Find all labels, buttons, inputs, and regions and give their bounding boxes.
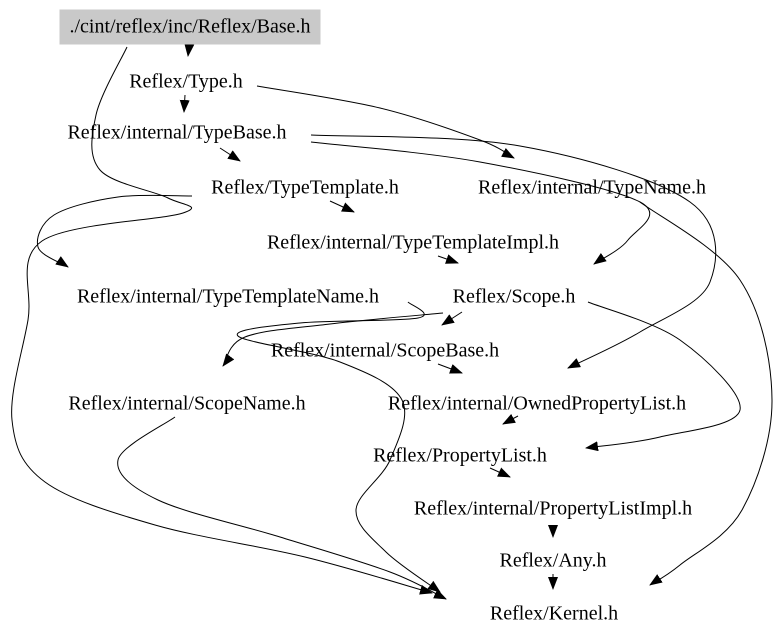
node-typetemplatename-h[interactable]: Reflex/internal/TypeTemplateName.h: [76, 285, 380, 308]
edge-base-to-kernel: [11, 46, 433, 595]
edge-ownedpropertylist-to-propertylist: [502, 413, 519, 425]
node-base-h[interactable]: ./cint/reflex/inc/Reflex/Base.h: [59, 9, 321, 45]
node-any-h[interactable]: Reflex/Any.h: [499, 549, 607, 572]
edge-typebase-to-scope: [310, 141, 651, 265]
edge-scopebase-to-ownedpropertylist: [437, 363, 463, 374]
edge-type-to-typebase: [179, 94, 190, 113]
node-propertylist-h[interactable]: Reflex/PropertyList.h: [373, 444, 547, 467]
edge-base-to-type: [184, 43, 195, 57]
edge-typebase-to-ownedpropertylist: [310, 134, 717, 369]
edge-typetemplate-to-typetemplateimpl: [329, 200, 355, 213]
edge-type-to-typename: [256, 85, 515, 159]
node-typetemplate-h[interactable]: Reflex/TypeTemplate.h: [211, 176, 399, 199]
node-kernel-h[interactable]: Reflex/Kernel.h: [489, 602, 619, 625]
edge-scope-to-scopename: [222, 312, 444, 367]
edge-scope-to-propertylist: [585, 301, 741, 452]
edge-typetemplate-to-typetemplatename: [36, 194, 193, 268]
edge-typename-to-kernel: [639, 201, 773, 586]
edge-scopename-to-kernel: [117, 416, 447, 600]
edge-typebase-to-typetemplate: [219, 147, 241, 162]
node-ownedpropertylist-h[interactable]: Reflex/internal/OwnedPropertyList.h: [387, 392, 687, 415]
node-typename-h[interactable]: Reflex/internal/TypeName.h: [478, 176, 706, 199]
node-typebase-h[interactable]: Reflex/internal/TypeBase.h: [67, 121, 287, 144]
node-scopename-h[interactable]: Reflex/internal/ScopeName.h: [68, 392, 306, 415]
edge-typetemplateimpl-to-scope: [437, 254, 459, 264]
node-propertylistimpl-h[interactable]: Reflex/internal/PropertyListImpl.h: [413, 497, 693, 520]
edge-scope-to-scopebase: [441, 311, 463, 326]
edge-propertylist-to-propertylistimpl: [489, 467, 511, 478]
node-typetemplateimpl-h[interactable]: Reflex/internal/TypeTemplateImpl.h: [266, 231, 560, 254]
edge-typetemplatename-to-kernel: [236, 301, 441, 593]
node-type-h[interactable]: Reflex/Type.h: [129, 70, 243, 93]
node-scopebase-h[interactable]: Reflex/internal/ScopeBase.h: [270, 339, 500, 362]
node-scope-h[interactable]: Reflex/Scope.h: [452, 285, 576, 308]
